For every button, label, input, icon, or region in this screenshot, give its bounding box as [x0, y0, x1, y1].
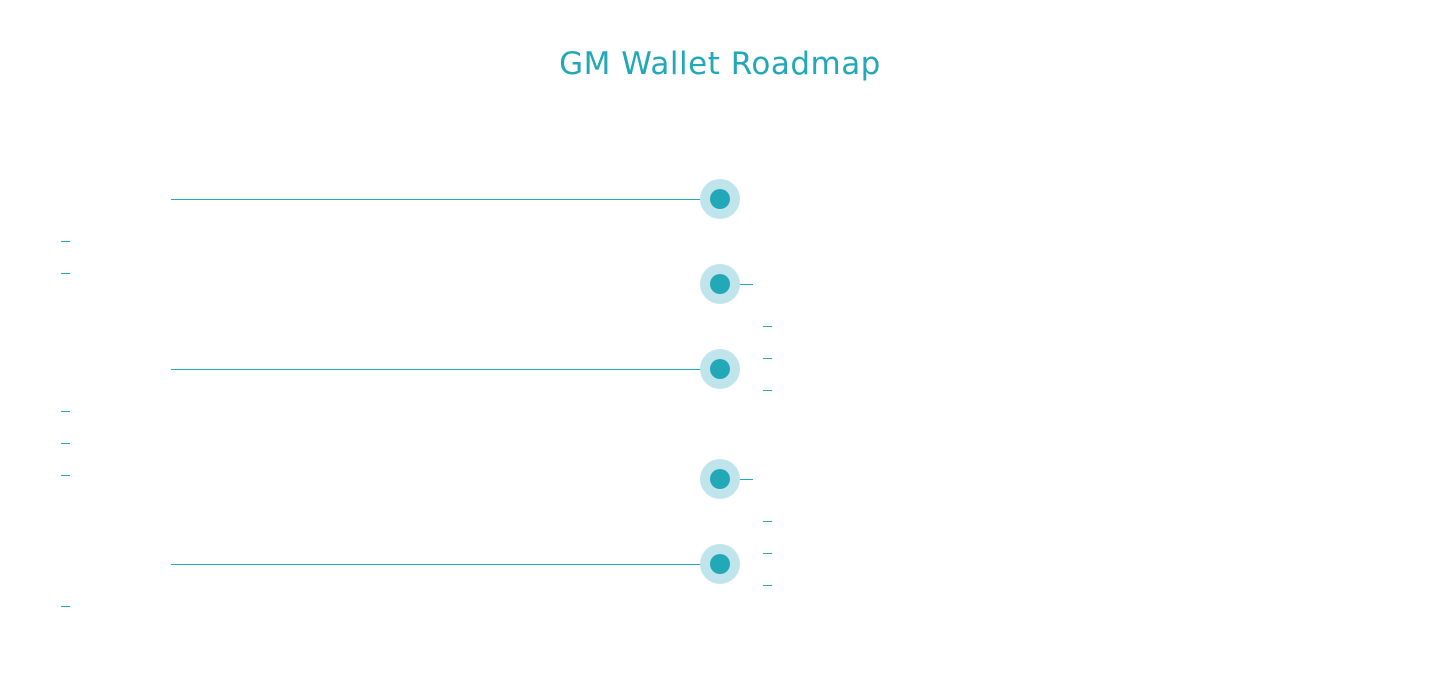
- milestone-marker-dot: [710, 359, 730, 379]
- milestone-marker-dot: [710, 469, 730, 489]
- milestone-marker: [700, 349, 740, 389]
- milestone-bullet-dash: [61, 606, 70, 607]
- milestone-marker: [700, 544, 740, 584]
- milestone-connector-line: [171, 199, 720, 200]
- milestone-bullet-dash: [763, 521, 772, 522]
- milestone-marker-dot: [710, 189, 730, 209]
- milestone-bullet-dash: [763, 390, 772, 391]
- milestone-marker-dot: [710, 274, 730, 294]
- milestone-bullet-dash: [61, 411, 70, 412]
- milestone-bullet-dash: [763, 585, 772, 586]
- page-title: GM Wallet Roadmap: [559, 46, 881, 82]
- milestone-marker: [700, 459, 740, 499]
- milestone-bullet-dash: [763, 326, 772, 327]
- milestone-marker-dot: [710, 554, 730, 574]
- milestone-connector-line: [171, 564, 720, 565]
- milestone-bullet-dash: [763, 358, 772, 359]
- milestone-marker: [700, 179, 740, 219]
- milestone-connector-line: [171, 369, 720, 370]
- milestone-bullet-dash: [61, 241, 70, 242]
- milestone-bullet-dash: [61, 443, 70, 444]
- milestone-bullet-dash: [61, 273, 70, 274]
- milestone-marker: [700, 264, 740, 304]
- milestone-bullet-dash: [763, 553, 772, 554]
- milestone-bullet-dash: [61, 475, 70, 476]
